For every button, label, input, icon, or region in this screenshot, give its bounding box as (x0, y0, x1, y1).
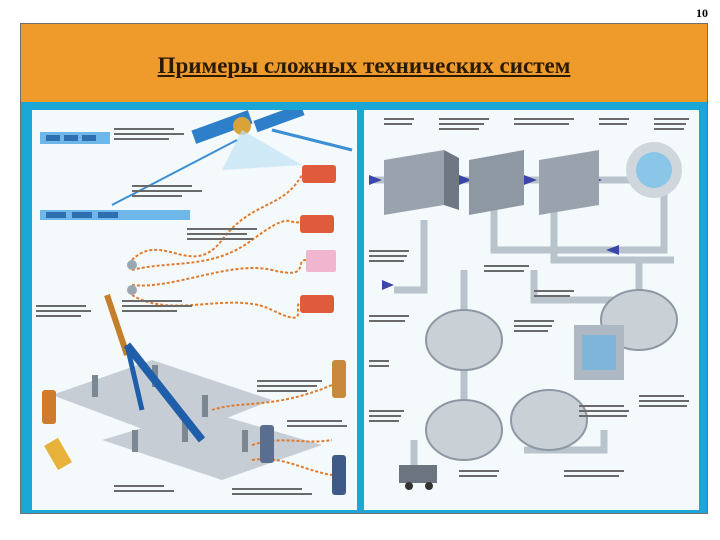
satellite-icon (191, 110, 305, 144)
tank-icon (384, 142, 682, 215)
diagram-header-strip (40, 132, 190, 220)
page-number: 10 (696, 6, 708, 20)
slide: Примеры сложных технических систем (20, 23, 708, 514)
pump-icon (574, 325, 624, 380)
title-bar: Примеры сложных технических систем (21, 24, 707, 102)
telephone-icon (300, 165, 336, 313)
cable-icon (104, 260, 137, 356)
telecom-network-illustration (32, 110, 357, 510)
process-plant-illustration (364, 110, 699, 510)
content-area (21, 102, 707, 513)
mobile-phone-icon (42, 360, 346, 495)
slide-title: Примеры сложных технических систем (157, 53, 571, 78)
truck-icon (399, 465, 437, 490)
fax-icon (306, 250, 336, 272)
